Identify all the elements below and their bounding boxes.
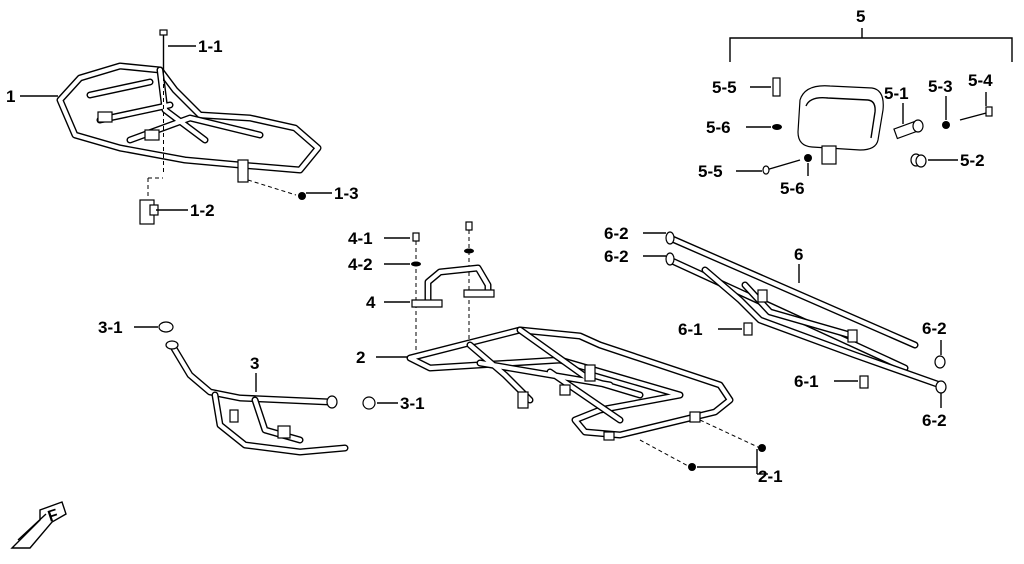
label-5-2: 5-2 [960,151,985,170]
side-rails [665,231,947,394]
front-direction-arrow-icon: F [10,501,67,549]
bolt-1-3 [247,179,306,200]
caps-3-1 [158,321,376,410]
handle-assembly [411,221,495,350]
label-5: 5 [856,7,865,26]
label-6-1-bottom: 6-1 [794,372,819,391]
label-2-1: 2-1 [758,467,783,486]
label-3: 3 [250,354,259,373]
label-1-3: 1-3 [334,184,359,203]
label-4-1: 4-1 [348,229,373,248]
rear-rack [406,326,734,441]
label-6-2-d: 6-2 [922,411,947,430]
label-3-1-right: 3-1 [400,394,425,413]
label-5-3: 5-3 [928,77,953,96]
backrest-assembly [729,28,1013,175]
label-5-5-bottom: 5-5 [698,162,723,181]
bracket-1-2 [139,177,163,225]
label-1: 1 [6,87,15,106]
label-6-2-b: 6-2 [604,247,629,266]
bumper [165,340,349,456]
label-2: 2 [356,348,365,367]
label-6-2-a: 6-2 [604,224,629,243]
label-5-6-bottom: 5-6 [780,179,805,198]
label-5-4: 5-4 [968,71,993,90]
label-6-1-top: 6-1 [678,320,703,339]
label-4: 4 [366,293,376,312]
label-1-2: 1-2 [190,201,215,220]
bolt-1-1 [159,29,168,175]
bolts-2-1 [639,419,768,475]
label-6-2-c: 6-2 [922,319,947,338]
label-1-1: 1-1 [198,37,223,56]
leader-lines [20,45,987,408]
label-4-2: 4-2 [348,255,373,274]
label-5-5-top: 5-5 [712,78,737,97]
label-5-6-top: 5-6 [706,118,731,137]
label-5-1: 5-1 [884,84,909,103]
front-rack [56,62,322,183]
callout-labels: 1 1-1 1-2 1-3 2 2-1 3 3-1 3-1 4 4-1 4-2 … [6,7,993,486]
front-marker-letter: F [46,506,61,525]
label-3-1-left: 3-1 [98,318,123,337]
label-6: 6 [794,245,803,264]
